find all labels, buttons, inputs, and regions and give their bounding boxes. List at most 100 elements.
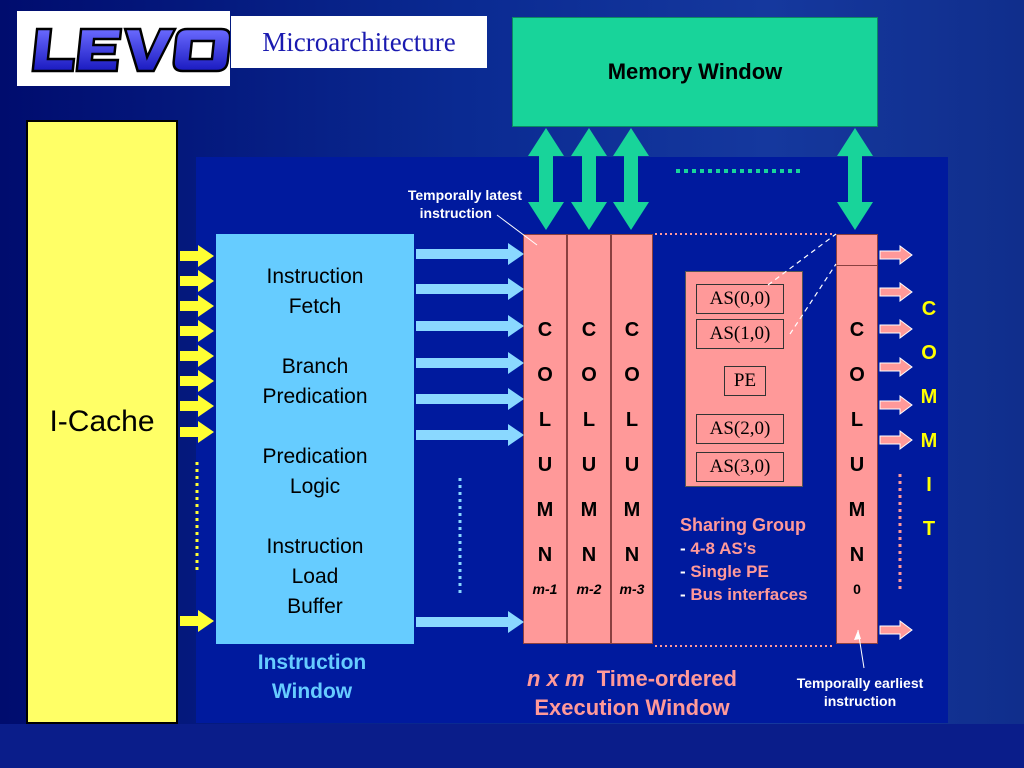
sharing-item-text: Single PE bbox=[690, 562, 769, 581]
iw-text: Predication bbox=[262, 385, 368, 408]
column-letter: M bbox=[848, 499, 866, 521]
icache-box: I-Cache bbox=[26, 120, 178, 724]
list-dash: - bbox=[680, 562, 686, 581]
column-letter: L bbox=[538, 409, 552, 431]
column-m-3: C O L U M N m-3 bbox=[611, 234, 653, 644]
commit-letter: C bbox=[921, 298, 937, 320]
callout-pointer bbox=[496, 214, 538, 246]
callout-line: Temporally latest bbox=[407, 187, 522, 203]
column-letter: L bbox=[625, 409, 639, 431]
temporally-latest-callout: Temporally latest instruction bbox=[372, 186, 522, 222]
commit-letter: M bbox=[920, 386, 938, 408]
yellow-arrow-icon bbox=[180, 345, 214, 367]
icache-arrows bbox=[180, 245, 214, 632]
column-subscript: m-1 bbox=[532, 581, 558, 597]
yellow-arrow-icon bbox=[180, 421, 214, 443]
exec-line1: Time-ordered bbox=[596, 666, 737, 691]
iw-group-fetch: Instruction Fetch bbox=[267, 262, 364, 322]
iw-text: Load bbox=[291, 565, 339, 588]
blue-arrow-icon bbox=[416, 352, 524, 374]
double-arrow-icon bbox=[613, 128, 649, 230]
pink-arrow-icon bbox=[879, 245, 913, 265]
window-to-column-arrows bbox=[416, 243, 524, 633]
instruction-window-box: Instruction Fetch Branch Predication Pre… bbox=[216, 234, 414, 644]
memory-window-box: Memory Window bbox=[512, 17, 878, 127]
double-arrow-icon bbox=[837, 128, 873, 230]
yellow-arrow-icon bbox=[180, 270, 214, 292]
yellow-arrow-icon bbox=[180, 395, 214, 417]
column-subscript: 0 bbox=[853, 581, 861, 597]
column-0-divider bbox=[837, 265, 877, 266]
yellow-arrow-icon bbox=[180, 610, 214, 632]
yellow-arrow-icon bbox=[180, 370, 214, 392]
list-dash: - bbox=[680, 585, 686, 604]
column-letter: N bbox=[624, 544, 640, 566]
column-letter: C bbox=[581, 319, 597, 341]
column-letter: N bbox=[537, 544, 553, 566]
column-letter: L bbox=[582, 409, 596, 431]
iw-text: Instruction bbox=[266, 265, 364, 288]
blue-arrow-icon bbox=[416, 424, 524, 446]
iw-label-line1: Instruction bbox=[257, 651, 367, 674]
column-letter: U bbox=[537, 454, 553, 476]
icache-label: I-Cache bbox=[49, 405, 155, 438]
page-title: Microarchitecture bbox=[231, 16, 487, 68]
pink-arrow-icon bbox=[879, 282, 913, 302]
column-letter: C bbox=[537, 319, 553, 341]
list-dash: - bbox=[680, 539, 686, 558]
column-letter: O bbox=[849, 364, 865, 386]
pink-arrow-icon bbox=[879, 430, 913, 450]
blue-arrow-icon bbox=[416, 611, 524, 633]
iw-text: Buffer bbox=[287, 595, 343, 618]
column-letter: N bbox=[849, 544, 865, 566]
column-letter: M bbox=[623, 499, 641, 521]
iw-text: Logic bbox=[289, 475, 341, 498]
commit-letter: O bbox=[921, 342, 937, 364]
levo-logo-graphic bbox=[31, 27, 232, 73]
blue-arrow-icon bbox=[416, 243, 524, 265]
column-subscript: m-2 bbox=[576, 581, 602, 597]
bottom-band bbox=[0, 724, 1024, 768]
connector-line bbox=[789, 263, 837, 335]
commit-letter: I bbox=[926, 474, 932, 496]
yellow-arrow-icon bbox=[180, 320, 214, 342]
column-m-1: C O L U M N m-1 bbox=[523, 234, 567, 644]
levo-logo bbox=[17, 11, 232, 86]
commit-letter: T bbox=[922, 518, 936, 540]
column-letter: U bbox=[624, 454, 640, 476]
column-letter: O bbox=[537, 364, 553, 386]
iw-group-load-buffer: Instruction Load Buffer bbox=[267, 532, 364, 622]
column-letter: C bbox=[624, 319, 640, 341]
sharing-item-text: Bus interfaces bbox=[690, 585, 808, 604]
blue-arrow-icon bbox=[416, 278, 524, 300]
double-arrow-icon bbox=[528, 128, 564, 230]
yellow-arrow-icon bbox=[180, 245, 214, 267]
sharing-item-text: 4-8 AS’s bbox=[690, 539, 757, 558]
pink-arrow-icon bbox=[879, 357, 913, 377]
column-letter: O bbox=[581, 364, 597, 386]
pink-arrow-icon bbox=[879, 319, 913, 339]
iw-text: Instruction bbox=[266, 535, 364, 558]
column-subscript: m-3 bbox=[619, 581, 645, 597]
column-m-2: C O L U M N m-2 bbox=[567, 234, 611, 644]
sharing-group-item: - Single PE bbox=[680, 560, 840, 583]
pink-arrow-icon bbox=[879, 395, 913, 415]
column-letter: M bbox=[536, 499, 554, 521]
yellow-arrow-icon bbox=[180, 295, 214, 317]
iw-group-branch: Branch Predication bbox=[262, 352, 367, 412]
temporally-earliest-callout: Temporally earliest instruction bbox=[776, 674, 944, 710]
sharing-group-item: - Bus interfaces bbox=[680, 583, 840, 606]
as-box: AS(0,0) bbox=[696, 284, 784, 314]
column-letter: O bbox=[624, 364, 640, 386]
pink-arrow-icon bbox=[879, 620, 913, 640]
pointer-arrowhead-icon bbox=[854, 630, 861, 640]
sharing-group-box: AS(0,0) AS(1,0) PE AS(2,0) AS(3,0) bbox=[685, 271, 803, 487]
callout-line: Temporally earliest bbox=[796, 675, 924, 691]
column-letter: U bbox=[581, 454, 597, 476]
exec-line2: Execution Window bbox=[534, 695, 730, 720]
column-letter: N bbox=[581, 544, 597, 566]
callout-line: instruction bbox=[419, 205, 492, 221]
iw-group-logic: Predication Logic bbox=[262, 442, 367, 502]
commit-label: C O M M I T bbox=[914, 293, 944, 557]
as-box: AS(2,0) bbox=[696, 414, 784, 444]
